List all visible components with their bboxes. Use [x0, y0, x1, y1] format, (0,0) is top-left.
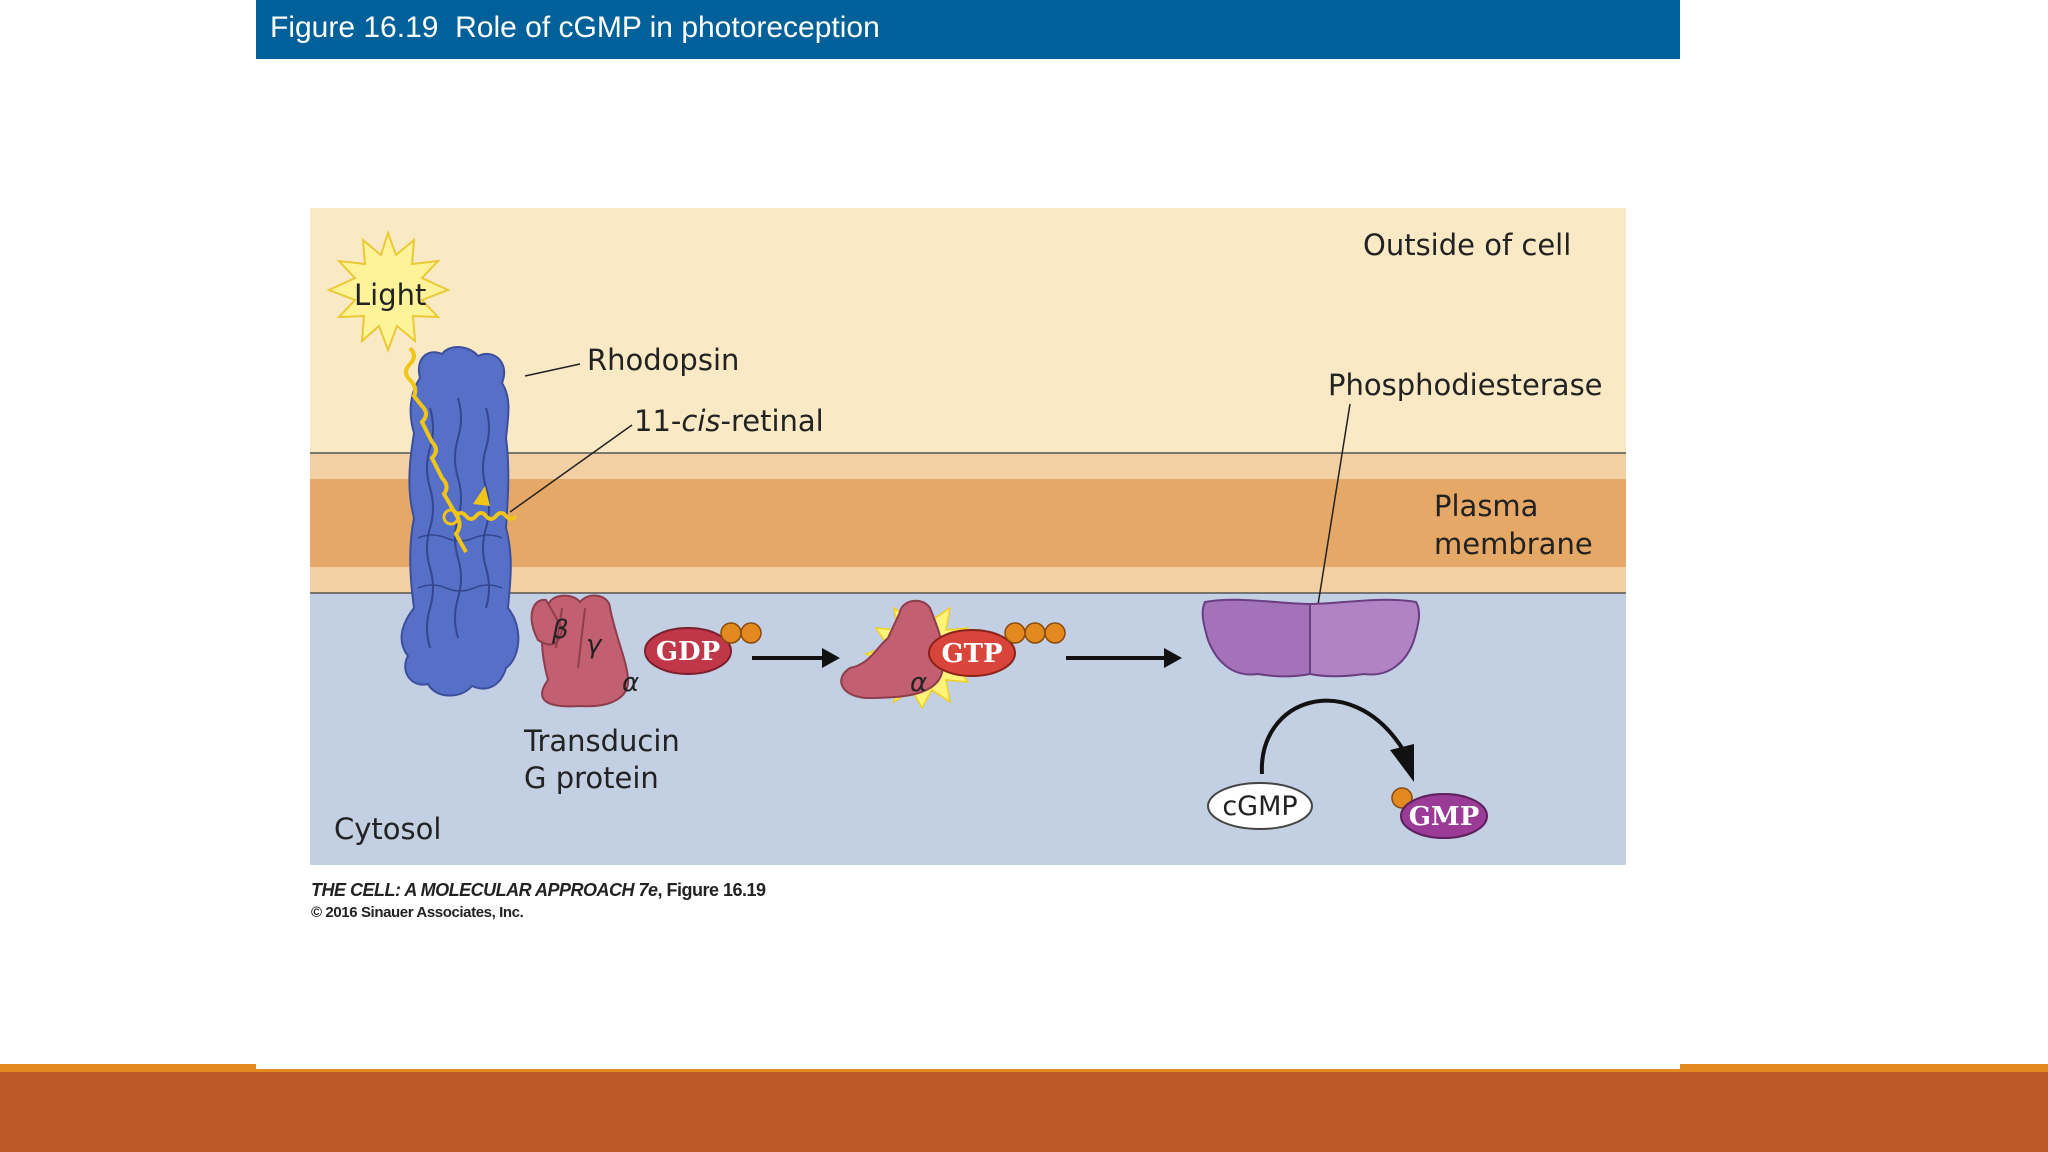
beta-label: β	[551, 615, 569, 645]
membrane-label: membrane	[1434, 527, 1593, 561]
gamma-label: γ	[586, 630, 603, 660]
gtp-badge	[928, 629, 1016, 677]
outside-region	[310, 208, 1626, 453]
light-wave	[404, 346, 468, 553]
cgmp-label: cGMP	[1222, 791, 1297, 822]
bottom-white-line	[256, 1064, 1680, 1069]
slide-title: Figure 16.19 Role of cGMP in photorecept…	[270, 11, 880, 44]
gdp-label: GDP	[656, 637, 720, 667]
retinal-chain	[454, 511, 518, 521]
phosphate-icon	[1391, 787, 1413, 809]
figure-ref: , Figure 16.19	[657, 880, 767, 900]
membrane-core	[310, 479, 1626, 567]
outside-label: Outside of cell	[1363, 228, 1571, 262]
diagram-svg: Light Rhodopsin 11-cis-retinal Outside o…	[310, 208, 1626, 865]
membrane-inner-leaflet	[310, 567, 1626, 593]
phosphate-icon	[1004, 622, 1026, 644]
rhodopsin-label: Rhodopsin	[587, 343, 739, 377]
copyright-notice: © 2016 Sinauer Associates, Inc.	[311, 904, 524, 921]
alpha-label-1: α	[622, 668, 639, 698]
membrane-outer-leaflet	[310, 453, 1626, 479]
conversion-arrow	[1259, 698, 1404, 775]
gmp-label: GMP	[1409, 802, 1480, 832]
cgmp-badge	[1207, 782, 1313, 830]
figure-credit: THE CELL: A MOLECULAR APPROACH 7e, Figur…	[311, 880, 766, 901]
bottom-band	[0, 1072, 2048, 1152]
gtp-label: GTP	[941, 639, 1002, 669]
title-bar: Figure 16.19 Role of cGMP in photorecept…	[256, 0, 1680, 59]
cytosol-label: Cytosol	[334, 812, 441, 846]
light-arrowhead	[473, 486, 490, 506]
phosphodiesterase-label: Phosphodiesterase	[1328, 368, 1603, 402]
transducin-label: Transducin	[523, 724, 680, 758]
phosphate-icon	[720, 622, 742, 644]
plasma-label: Plasma	[1434, 489, 1538, 523]
book-title: THE CELL: A MOLECULAR APPROACH 7e	[311, 880, 658, 900]
phosphate-icon	[1044, 622, 1066, 644]
alpha-label-2: α	[910, 668, 927, 698]
gprotein-label: G protein	[524, 761, 659, 795]
phosphodiesterase-protein	[1201, 598, 1421, 678]
gmp-badge	[1400, 793, 1488, 839]
transducin-complex	[530, 594, 630, 708]
photoreception-figure: Light Rhodopsin 11-cis-retinal Outside o…	[310, 208, 1626, 865]
gdp-badge	[644, 627, 732, 675]
phosphate-icon	[1024, 622, 1046, 644]
light-burst-icon	[326, 229, 451, 353]
retinal-label: 11-cis-retinal	[634, 404, 824, 438]
active-alpha-subunit	[840, 599, 945, 700]
light-label: Light	[354, 278, 426, 312]
phosphate-icon	[740, 622, 762, 644]
